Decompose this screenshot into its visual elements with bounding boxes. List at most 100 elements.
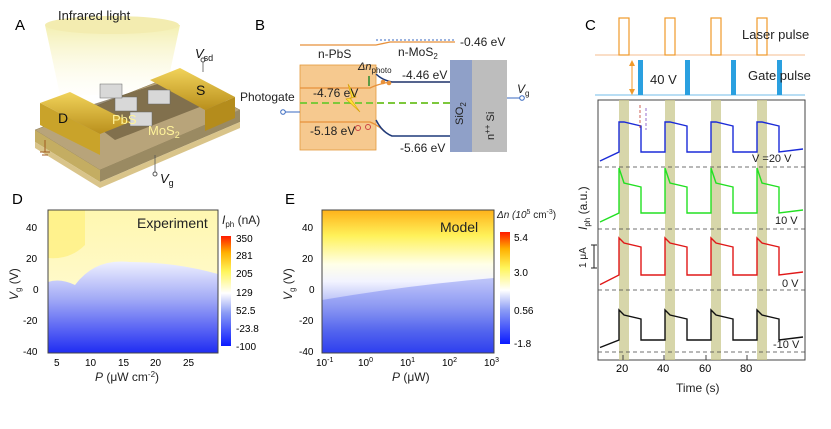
electron bbox=[380, 79, 386, 85]
laser-on-band bbox=[665, 100, 675, 360]
x-tick: 80 bbox=[740, 363, 752, 375]
e-5.18: -5.18 eV bbox=[310, 124, 355, 138]
laser-on-band bbox=[619, 100, 629, 360]
laser-pulses bbox=[618, 17, 768, 56]
model-y-label: Vg (V) bbox=[281, 268, 297, 300]
photon-bolt-icon bbox=[345, 83, 361, 113]
e-0.46: -0.46 eV bbox=[460, 35, 505, 49]
laser-shading bbox=[619, 100, 767, 360]
photocurrent-traces bbox=[599, 121, 804, 349]
infrared-beam bbox=[45, 25, 180, 95]
gate-voltage-label: 40 V bbox=[650, 72, 677, 87]
photogate-label: Photogate bbox=[240, 90, 295, 104]
sio2-label: SiO2 bbox=[454, 102, 468, 125]
hole bbox=[355, 125, 361, 131]
y-tick: 40 bbox=[302, 223, 314, 234]
gate-pulse bbox=[777, 60, 782, 95]
experiment-y-ticks: 40 20 0 -20 -40 bbox=[23, 223, 39, 358]
panel-b-letter: B bbox=[255, 17, 265, 34]
infrared-label: Infrared light bbox=[58, 8, 131, 23]
model-colorbar bbox=[500, 232, 510, 344]
npbs-label: n-PbS bbox=[318, 47, 351, 61]
drain-electrode-top bbox=[40, 92, 130, 134]
mos2-vb bbox=[375, 119, 450, 137]
panel-a: A Infrared light D S PbS MoS2 Vsd Vg bbox=[15, 8, 241, 188]
source-electrode-top bbox=[150, 68, 235, 110]
hole bbox=[365, 124, 371, 130]
experiment-hotspot bbox=[48, 210, 85, 259]
panel-d-letter: D bbox=[12, 191, 23, 208]
trace-label-20: V =20 V bbox=[752, 153, 792, 165]
x-tick: 40 bbox=[657, 363, 669, 375]
laser-on-band bbox=[711, 100, 721, 360]
y-tick: 20 bbox=[302, 254, 314, 265]
model-map-shade bbox=[322, 278, 494, 353]
panel-a-letter: A bbox=[15, 17, 25, 34]
trace-label-0: 0 V bbox=[782, 278, 799, 290]
panel-c: C Laser pulse 40 V Gate pulse bbox=[576, 17, 811, 395]
pbs-dot bbox=[114, 96, 138, 112]
x-tick: 20 bbox=[616, 363, 628, 375]
vsd-label: Vsd bbox=[195, 46, 213, 63]
cb-tick: 0.56 bbox=[514, 306, 534, 317]
x-tick: 100 bbox=[358, 357, 373, 369]
trace-y-label: Iph (a.u.) bbox=[576, 186, 592, 230]
source-electrode-side bbox=[205, 97, 235, 131]
experiment-frame bbox=[47, 209, 219, 354]
pbs-block bbox=[299, 64, 377, 151]
experiment-map-negative bbox=[48, 261, 218, 353]
photocurrent-trace bbox=[599, 236, 804, 286]
vg-terminal-b bbox=[519, 95, 525, 101]
cb-tick: 3.0 bbox=[514, 268, 528, 279]
laser-pulse bbox=[664, 17, 676, 56]
model-x-label: P (μW) bbox=[392, 370, 430, 384]
laser-pulse bbox=[756, 17, 768, 56]
gate-pulse bbox=[638, 60, 643, 95]
gate-pulse-label: Gate pulse bbox=[748, 68, 811, 83]
x-tick: 103 bbox=[484, 357, 499, 369]
photocurrent-trace bbox=[599, 121, 804, 162]
trace-x-label: Time (s) bbox=[676, 381, 720, 395]
gate-pulse bbox=[685, 60, 690, 95]
x-tick: 10 bbox=[85, 358, 97, 369]
drain-electrode-side bbox=[40, 103, 100, 155]
vg-label-b: Vg bbox=[517, 82, 529, 98]
cb-tick: 350 bbox=[236, 234, 253, 245]
gate-pulse bbox=[731, 60, 736, 95]
drain-label: D bbox=[58, 110, 68, 126]
e-5.66: -5.66 eV bbox=[400, 141, 445, 155]
gate-pulses bbox=[638, 60, 782, 95]
pbs-dot bbox=[99, 83, 123, 99]
e-4.76: -4.76 eV bbox=[313, 86, 358, 100]
photogate-terminal bbox=[280, 109, 286, 115]
trace-x-axis: 20 40 60 80 bbox=[616, 355, 752, 375]
trace-label--10: -10 V bbox=[773, 339, 800, 351]
laser-pulse bbox=[710, 17, 722, 56]
experiment-y-label: Vg (V) bbox=[7, 268, 23, 300]
x-tick: 10-1 bbox=[316, 357, 333, 369]
panel-e: E Model 40 20 0 -20 -40 10-1 100 101 102… bbox=[281, 191, 556, 384]
model-map bbox=[322, 210, 494, 353]
pbs-cb bbox=[300, 41, 455, 46]
substrate-left bbox=[35, 130, 100, 182]
model-frame bbox=[321, 209, 495, 354]
cb-tick: 205 bbox=[236, 269, 253, 280]
trace-plot-frame bbox=[597, 99, 806, 361]
experiment-x-ticks: 5 10 15 20 25 bbox=[54, 358, 195, 369]
experiment-cb-ticks: 350 281 205 129 52.5 -23.8 -100 bbox=[236, 234, 259, 353]
beam-top bbox=[45, 16, 179, 34]
pbs-dot bbox=[147, 89, 171, 105]
y-tick: 0 bbox=[33, 285, 39, 296]
x-tick: 60 bbox=[699, 363, 711, 375]
model-title: Model bbox=[440, 219, 478, 235]
vg-terminal bbox=[152, 171, 158, 177]
trace-label-10: 10 V bbox=[775, 215, 798, 227]
mos2-cb bbox=[375, 73, 450, 83]
y-tick: -40 bbox=[23, 347, 38, 358]
laser-pulse-label: Laser pulse bbox=[742, 27, 809, 42]
cb-tick: 5.4 bbox=[514, 233, 528, 244]
experiment-title: Experiment bbox=[137, 215, 208, 231]
photocurrent-trace bbox=[599, 308, 804, 349]
panel-c-letter: C bbox=[585, 17, 596, 34]
